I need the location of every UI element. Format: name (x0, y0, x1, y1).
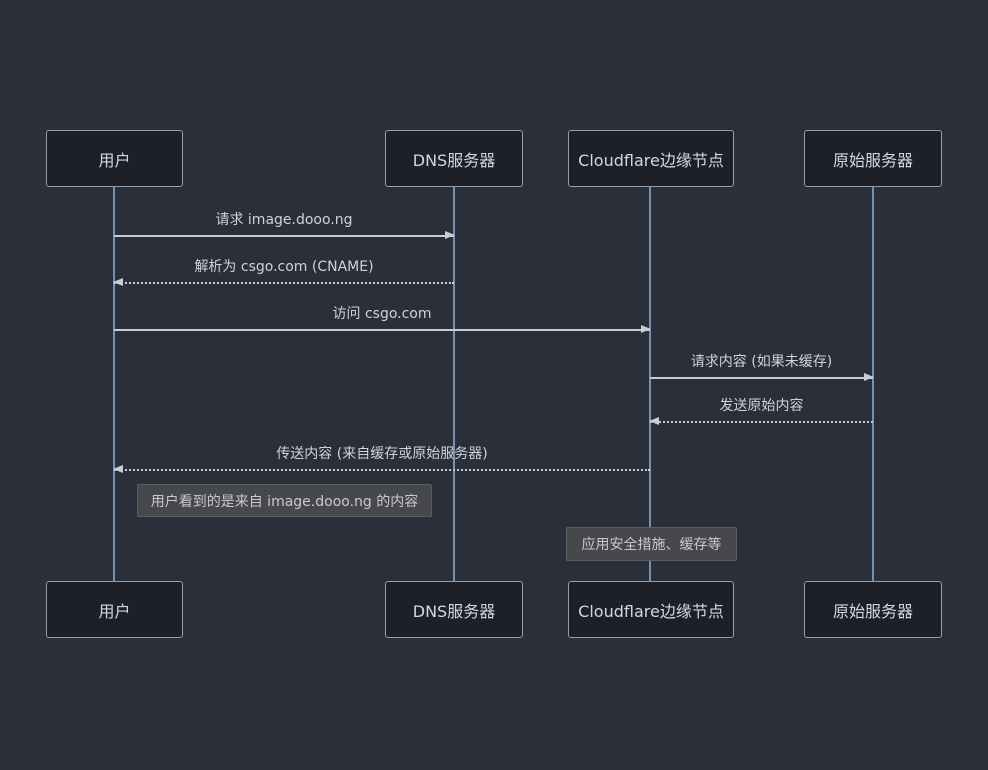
arrowhead-left-icon (113, 465, 123, 473)
arrowhead-right-icon (445, 231, 455, 239)
actor-user-top: 用户 (46, 130, 183, 187)
actor-dns-top: DNS服务器 (385, 130, 523, 187)
actor-origin-label: 原始服务器 (832, 601, 913, 621)
actor-dns-label: DNS服务器 (412, 150, 496, 170)
lifeline-dns (453, 187, 455, 581)
note-label: 应用安全措施、缓存等 (581, 537, 722, 553)
arrowhead-right-icon (864, 373, 874, 381)
message-label: 访问 csgo.com (332, 306, 432, 322)
actor-user-bottom: 用户 (46, 581, 183, 638)
message-label: 发送原始内容 (719, 398, 804, 414)
arrowhead-right-icon (641, 325, 651, 333)
actor-origin-bottom: 原始服务器 (804, 581, 942, 638)
message-label: 解析为 csgo.com (CNAME) (194, 259, 374, 275)
message-line (114, 329, 650, 331)
lifeline-user (113, 187, 115, 581)
actor-dns-label: DNS服务器 (412, 601, 496, 621)
actor-dns-bottom: DNS服务器 (385, 581, 523, 638)
actor-user-label: 用户 (98, 150, 131, 170)
message-line (650, 377, 873, 379)
actor-user-label: 用户 (98, 601, 131, 621)
lifeline-origin (872, 187, 874, 581)
message-line (114, 469, 650, 471)
message-line (650, 421, 873, 423)
actor-origin-top: 原始服务器 (804, 130, 942, 187)
actor-cloudflare-top: Cloudflare边缘节点 (568, 130, 734, 187)
note-label: 用户看到的是来自 image.dooo.ng 的内容 (150, 493, 419, 510)
message-label: 传送内容 (来自缓存或原始服务器) (276, 446, 488, 462)
note-security-caching: 应用安全措施、缓存等 (566, 527, 737, 561)
note-user-sees-content: 用户看到的是来自 image.dooo.ng 的内容 (137, 484, 432, 517)
message-line (114, 235, 454, 237)
arrowhead-left-icon (649, 417, 659, 425)
actor-origin-label: 原始服务器 (832, 150, 913, 170)
actor-cloudflare-bottom: Cloudflare边缘节点 (568, 581, 734, 638)
message-label: 请求内容 (如果未缓存) (690, 354, 833, 370)
actor-cloudflare-label: Cloudflare边缘节点 (578, 150, 724, 170)
arrowhead-left-icon (113, 278, 123, 286)
message-line (114, 282, 454, 284)
actor-cloudflare-label: Cloudflare边缘节点 (578, 601, 724, 621)
lifeline-cloudflare (649, 187, 651, 581)
message-label: 请求 image.dooo.ng (215, 212, 353, 228)
